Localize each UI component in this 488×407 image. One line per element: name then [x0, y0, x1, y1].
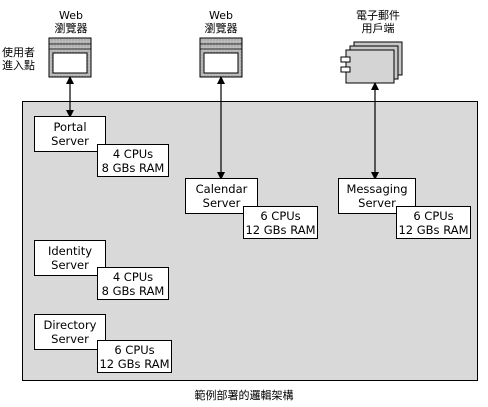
mail-client-icon	[340, 41, 403, 84]
client-label-mail: 電子郵件用戶端	[356, 9, 400, 35]
browser-icon	[48, 37, 92, 78]
entry-point-label: 使用者進入點	[2, 46, 35, 72]
browser-icon	[199, 37, 243, 78]
diagram-caption: 範例部署的邏輯架構	[194, 389, 294, 402]
